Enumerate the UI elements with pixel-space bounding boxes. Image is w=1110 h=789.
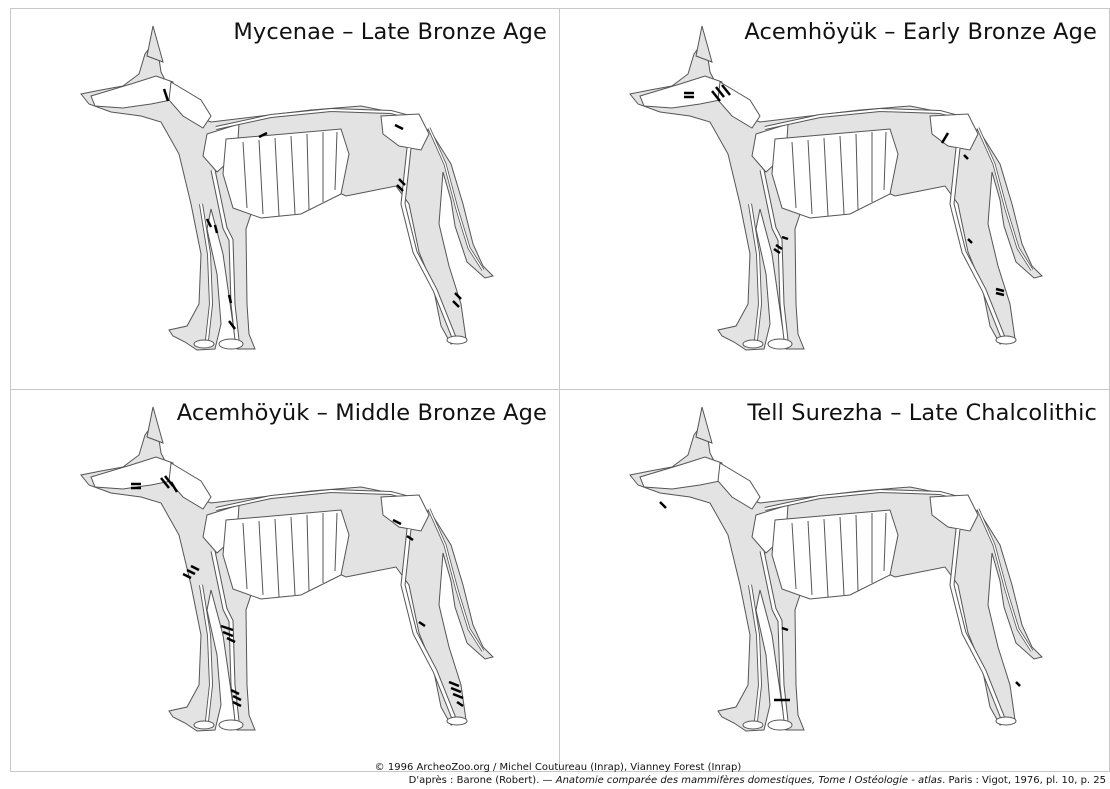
source-title: Anatomie comparée des mammifères domesti…	[556, 775, 942, 786]
source-line: D'après : Barone (Robert). — Anatomie co…	[10, 775, 1106, 788]
panel-title: Acemhöyük – Early Bronze Age	[744, 19, 1097, 45]
dog-skeleton-diagram	[11, 9, 560, 390]
panel-tell-surezha: Tell Surezha – Late Chalcolithic	[560, 390, 1110, 772]
credits: © 1996 ArcheoZoo.org / Michel Coutureau …	[10, 762, 1106, 787]
figure-grid: Mycenae – Late Bronze Age Acemhöyük – Ea	[10, 8, 1110, 772]
source-prefix: D'après : Barone (Robert). —	[409, 775, 556, 786]
source-suffix: . Paris : Vigot, 1976, pl. 10, p. 25	[942, 775, 1106, 786]
dog-skeleton-diagram	[11, 390, 560, 772]
panel-acemhoyuk-middle: Acemhöyük – Middle Bronze Age	[10, 390, 560, 772]
dog-skeleton-diagram	[560, 390, 1110, 772]
panel-mycenae: Mycenae – Late Bronze Age	[10, 8, 560, 390]
panel-title: Acemhöyük – Middle Bronze Age	[177, 400, 547, 426]
panel-acemhoyuk-early: Acemhöyük – Early Bronze Age	[560, 8, 1110, 390]
panel-title: Tell Surezha – Late Chalcolithic	[747, 400, 1097, 426]
panel-title: Mycenae – Late Bronze Age	[233, 19, 547, 45]
copyright-line: © 1996 ArcheoZoo.org / Michel Coutureau …	[10, 762, 1106, 775]
dog-skeleton-diagram	[560, 9, 1110, 390]
